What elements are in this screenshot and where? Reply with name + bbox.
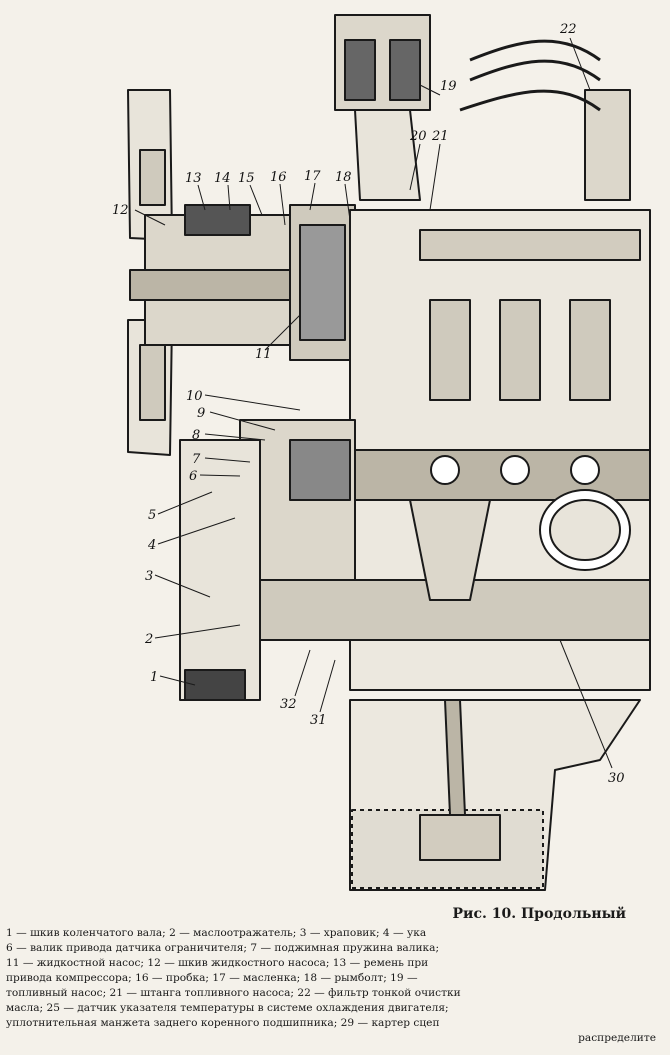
legend-line: распределите <box>578 1032 656 1044</box>
callout-5: 5 <box>148 508 156 523</box>
callout-7: 7 <box>192 452 201 467</box>
callout-2: 2 <box>144 632 153 647</box>
callout-15: 15 <box>238 171 255 186</box>
callout-11: 11 <box>255 347 272 362</box>
engine-section-drawing: 1 2 3 4 5 6 7 8 9 10 11 12 13 14 15 16 1… <box>112 14 651 891</box>
callout-16: 16 <box>270 170 287 185</box>
legend-line: уплотнительная манжета заднего коренного… <box>6 1017 440 1029</box>
callout-21: 21 <box>431 129 449 144</box>
callout-4: 4 <box>147 538 156 553</box>
engine-cross-section-svg: 1 2 3 4 5 6 7 8 9 10 11 12 13 14 15 16 1… <box>112 14 651 891</box>
legend-line: 6 — валик привода датчика ограничителя; … <box>6 942 440 954</box>
legend-line: 11 — жидкостной насос; 12 — шкив жидкост… <box>6 957 429 969</box>
callout-8: 8 <box>192 428 200 443</box>
callout-12: 12 <box>112 203 129 218</box>
callout-20: 20 <box>409 129 427 144</box>
callout-22: 22 <box>559 22 577 37</box>
callout-6: 6 <box>189 469 197 484</box>
callout-31: 31 <box>310 713 327 728</box>
callout-9: 9 <box>197 406 205 421</box>
figure-legend: 1 — шкив коленчатого вала; 2 — маслоотра… <box>6 926 656 1046</box>
legend-line: привода компрессора; 16 — пробка; 17 — м… <box>6 972 418 984</box>
callout-1: 1 <box>150 670 158 685</box>
figure-caption: Рис. 10. Продольный 1 — шкив коленчатого… <box>6 906 656 1046</box>
figure-title: Рис. 10. Продольный <box>452 906 626 922</box>
legend-line: топливный насос; 21 — штанга топливного … <box>6 987 461 999</box>
callout-10: 10 <box>186 389 203 404</box>
callout-32: 32 <box>280 697 297 712</box>
callout-18: 18 <box>335 170 352 185</box>
callout-3: 3 <box>145 569 153 584</box>
callout-19: 19 <box>440 79 457 94</box>
legend-line: масла; 25 — датчик указателя температуры… <box>6 1002 449 1014</box>
callout-17: 17 <box>304 169 321 184</box>
callout-30: 30 <box>608 771 625 786</box>
callout-13: 13 <box>185 171 202 186</box>
legend-line: 1 — шкив коленчатого вала; 2 — маслоотра… <box>6 927 427 939</box>
callout-14: 14 <box>214 171 231 186</box>
